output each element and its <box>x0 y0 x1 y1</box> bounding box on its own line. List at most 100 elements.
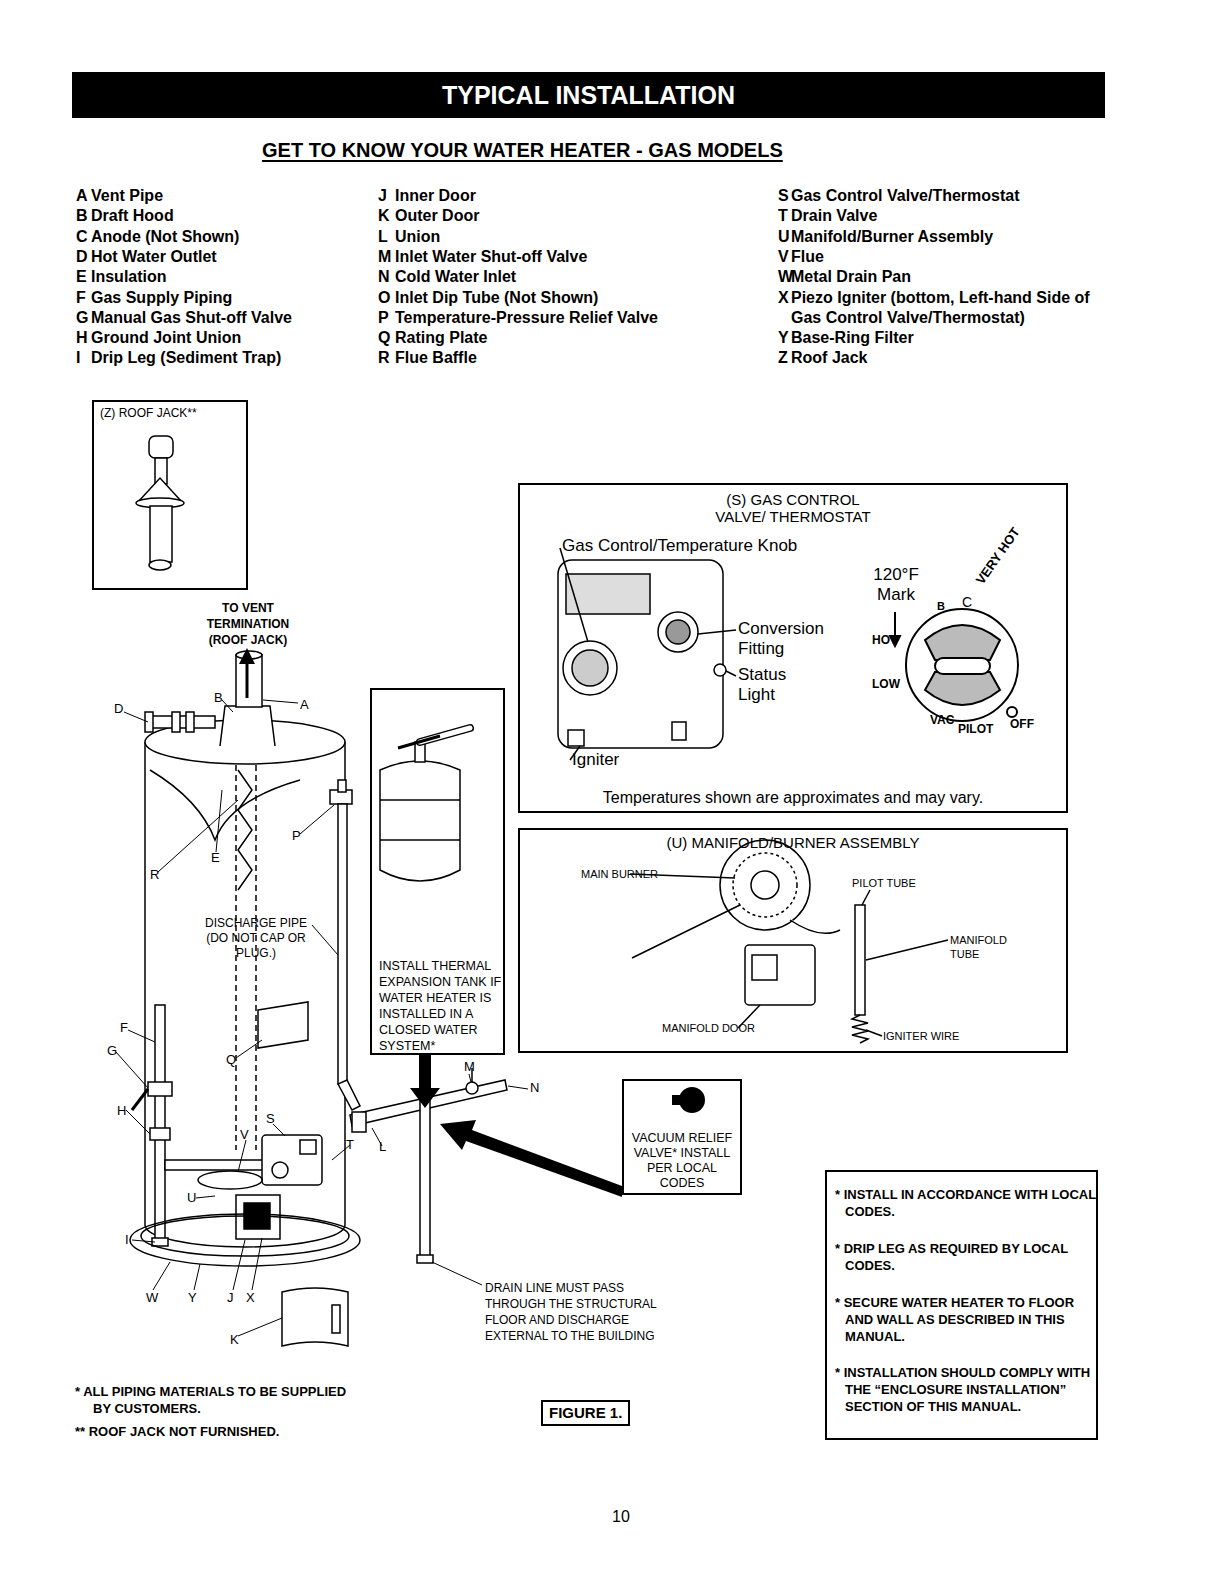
legend-item: U <box>778 227 790 247</box>
gas-valve-illustration-part <box>658 612 698 652</box>
leader-lines-part <box>508 1086 528 1089</box>
legend-item: Flue Baffle <box>395 348 477 368</box>
callout-box: VACUUM RELIEF VALVE* INSTALL PER LOCAL C… <box>622 1079 742 1195</box>
box-text: (S) GAS CONTROL VALVE/ THERMOSTAT <box>520 491 1066 525</box>
leader-lines-part <box>263 700 298 703</box>
expansion-tank-arrow <box>410 1055 440 1108</box>
cold-water-line-part <box>352 1112 366 1132</box>
expansion-tank-arrow-part <box>419 1055 431 1091</box>
gas-valve-illustration-part <box>568 730 584 746</box>
legend-item: T <box>778 206 788 226</box>
callout-label: I <box>125 1232 129 1247</box>
page-title: TYPICAL INSTALLATION <box>72 72 1105 118</box>
relief-valve-and-discharge-part <box>338 804 347 1084</box>
gas-valve-illustration-part <box>666 620 690 644</box>
legend-item: I <box>76 348 80 368</box>
callout-label: D <box>114 701 123 716</box>
manifold-illustration-part <box>866 1030 882 1036</box>
callout-label: VAC <box>930 713 954 727</box>
legend-item: Base-Ring Filter <box>791 328 914 348</box>
manifold-illustration-part <box>745 945 815 1005</box>
water-heater-tank-part <box>145 742 345 1247</box>
expansion-tank-drawing-part <box>398 736 440 748</box>
legend-item: J <box>378 186 387 206</box>
gas-valve-illustration-part <box>560 548 588 642</box>
legend-item: M <box>378 247 391 267</box>
leader-lines-part <box>238 1140 246 1172</box>
legend-item: K <box>378 206 390 226</box>
callout-label: N <box>530 1080 539 1095</box>
temperature-dial-part <box>1007 707 1017 717</box>
callout-label: F <box>120 1020 128 1035</box>
leader-lines-part <box>469 1074 471 1082</box>
callout-label: P <box>292 828 301 843</box>
hot-water-outlet-part <box>172 712 180 732</box>
water-heater-tank-part <box>238 770 252 890</box>
leader-lines-part <box>252 1238 262 1290</box>
roof-jack-drawing-part <box>150 506 172 562</box>
leader-lines-part <box>236 1040 262 1058</box>
callout-label: PILOT <box>958 722 993 736</box>
legend-item: Z <box>778 348 788 368</box>
vent-arrow-part <box>246 660 249 698</box>
legend-item: Q <box>378 328 390 348</box>
callout-label: Y <box>188 1290 197 1305</box>
leader-lines-part <box>273 1124 285 1136</box>
legend-item: Draft Hood <box>91 206 174 226</box>
box-text: * DRIP LEG AS REQUIRED BY LOCAL CODES. <box>835 1240 1097 1274</box>
gas-supply-piping-part <box>148 1082 172 1096</box>
legend-item: R <box>378 348 390 368</box>
hot-water-outlet-part <box>145 712 153 732</box>
legend-item: W <box>778 267 793 287</box>
box-text: * INSTALL IN ACCORDANCE WITH LOCAL CODES… <box>835 1186 1097 1220</box>
legend-item: P <box>378 308 389 328</box>
leader-lines-part <box>222 700 233 712</box>
gas-control-valve-drawing <box>262 1135 322 1185</box>
temperature-dial-part <box>925 672 1000 705</box>
callout-label: L <box>379 1139 386 1154</box>
legend-item: D <box>76 247 88 267</box>
legend-item: Y <box>778 328 789 348</box>
box-text: * INSTALLATION SHOULD COMPLY WITH THE “E… <box>835 1364 1097 1415</box>
legend-item: C <box>76 227 88 247</box>
callout-label: R <box>150 867 159 882</box>
callout-label: C <box>962 594 972 610</box>
callout-label: E <box>211 850 220 865</box>
temperature-dial-part <box>906 609 1018 721</box>
legend-item: Anode (Not Shown) <box>91 227 239 247</box>
manifold-illustration-part <box>866 940 948 960</box>
legend-item: Piezo Igniter (bottom, Left-hand Side of… <box>791 288 1091 328</box>
leader-lines-part <box>124 712 148 722</box>
cold-water-line-part <box>466 1082 478 1094</box>
box-text: (U) MANIFOLD/BURNER ASSEMBLY <box>520 834 1066 852</box>
roof-jack-drawing-part <box>149 560 171 570</box>
callout-box: * INSTALL IN ACCORDANCE WITH LOCAL CODES… <box>825 1170 1098 1440</box>
box-text: INSTALL THERMAL EXPANSION TANK IF WATER … <box>379 958 503 1054</box>
manifold-illustration-part <box>790 920 840 933</box>
legend-item: Hot Water Outlet <box>91 247 217 267</box>
expansion-tank-drawing-part <box>380 799 460 801</box>
callout-label: A <box>300 697 309 712</box>
drain-pan-part <box>141 1216 349 1256</box>
callout-label: MAIN BURNER <box>581 868 658 880</box>
gas-supply-piping-part <box>150 1128 170 1140</box>
legend-item: Cold Water Inlet <box>395 267 516 287</box>
gas-valve-illustration-part <box>563 641 617 695</box>
callout-label: 120°F Mark <box>866 565 926 605</box>
callout-label: Conversion Fitting <box>738 619 838 659</box>
hot-water-outlet-part <box>186 712 194 732</box>
manifold-illustration-part <box>733 853 797 917</box>
manifold-illustration <box>630 840 948 1043</box>
vacuum-valve-arrow-part <box>440 1120 622 1197</box>
water-heater-tank-part <box>258 1002 308 1048</box>
roof-jack-drawing-part <box>149 436 173 458</box>
callout-label: * ALL PIPING MATERIALS TO BE SUPPLIED BY… <box>75 1383 365 1417</box>
callout-label: U <box>187 1190 196 1205</box>
leader-lines-part <box>126 1110 150 1134</box>
legend-item: Roof Jack <box>791 348 867 368</box>
vent-arrow <box>239 648 255 698</box>
callout-label: V <box>240 1127 249 1142</box>
callout-label: IGNITER WIRE <box>883 1030 959 1042</box>
hot-water-outlet-part <box>150 716 215 728</box>
